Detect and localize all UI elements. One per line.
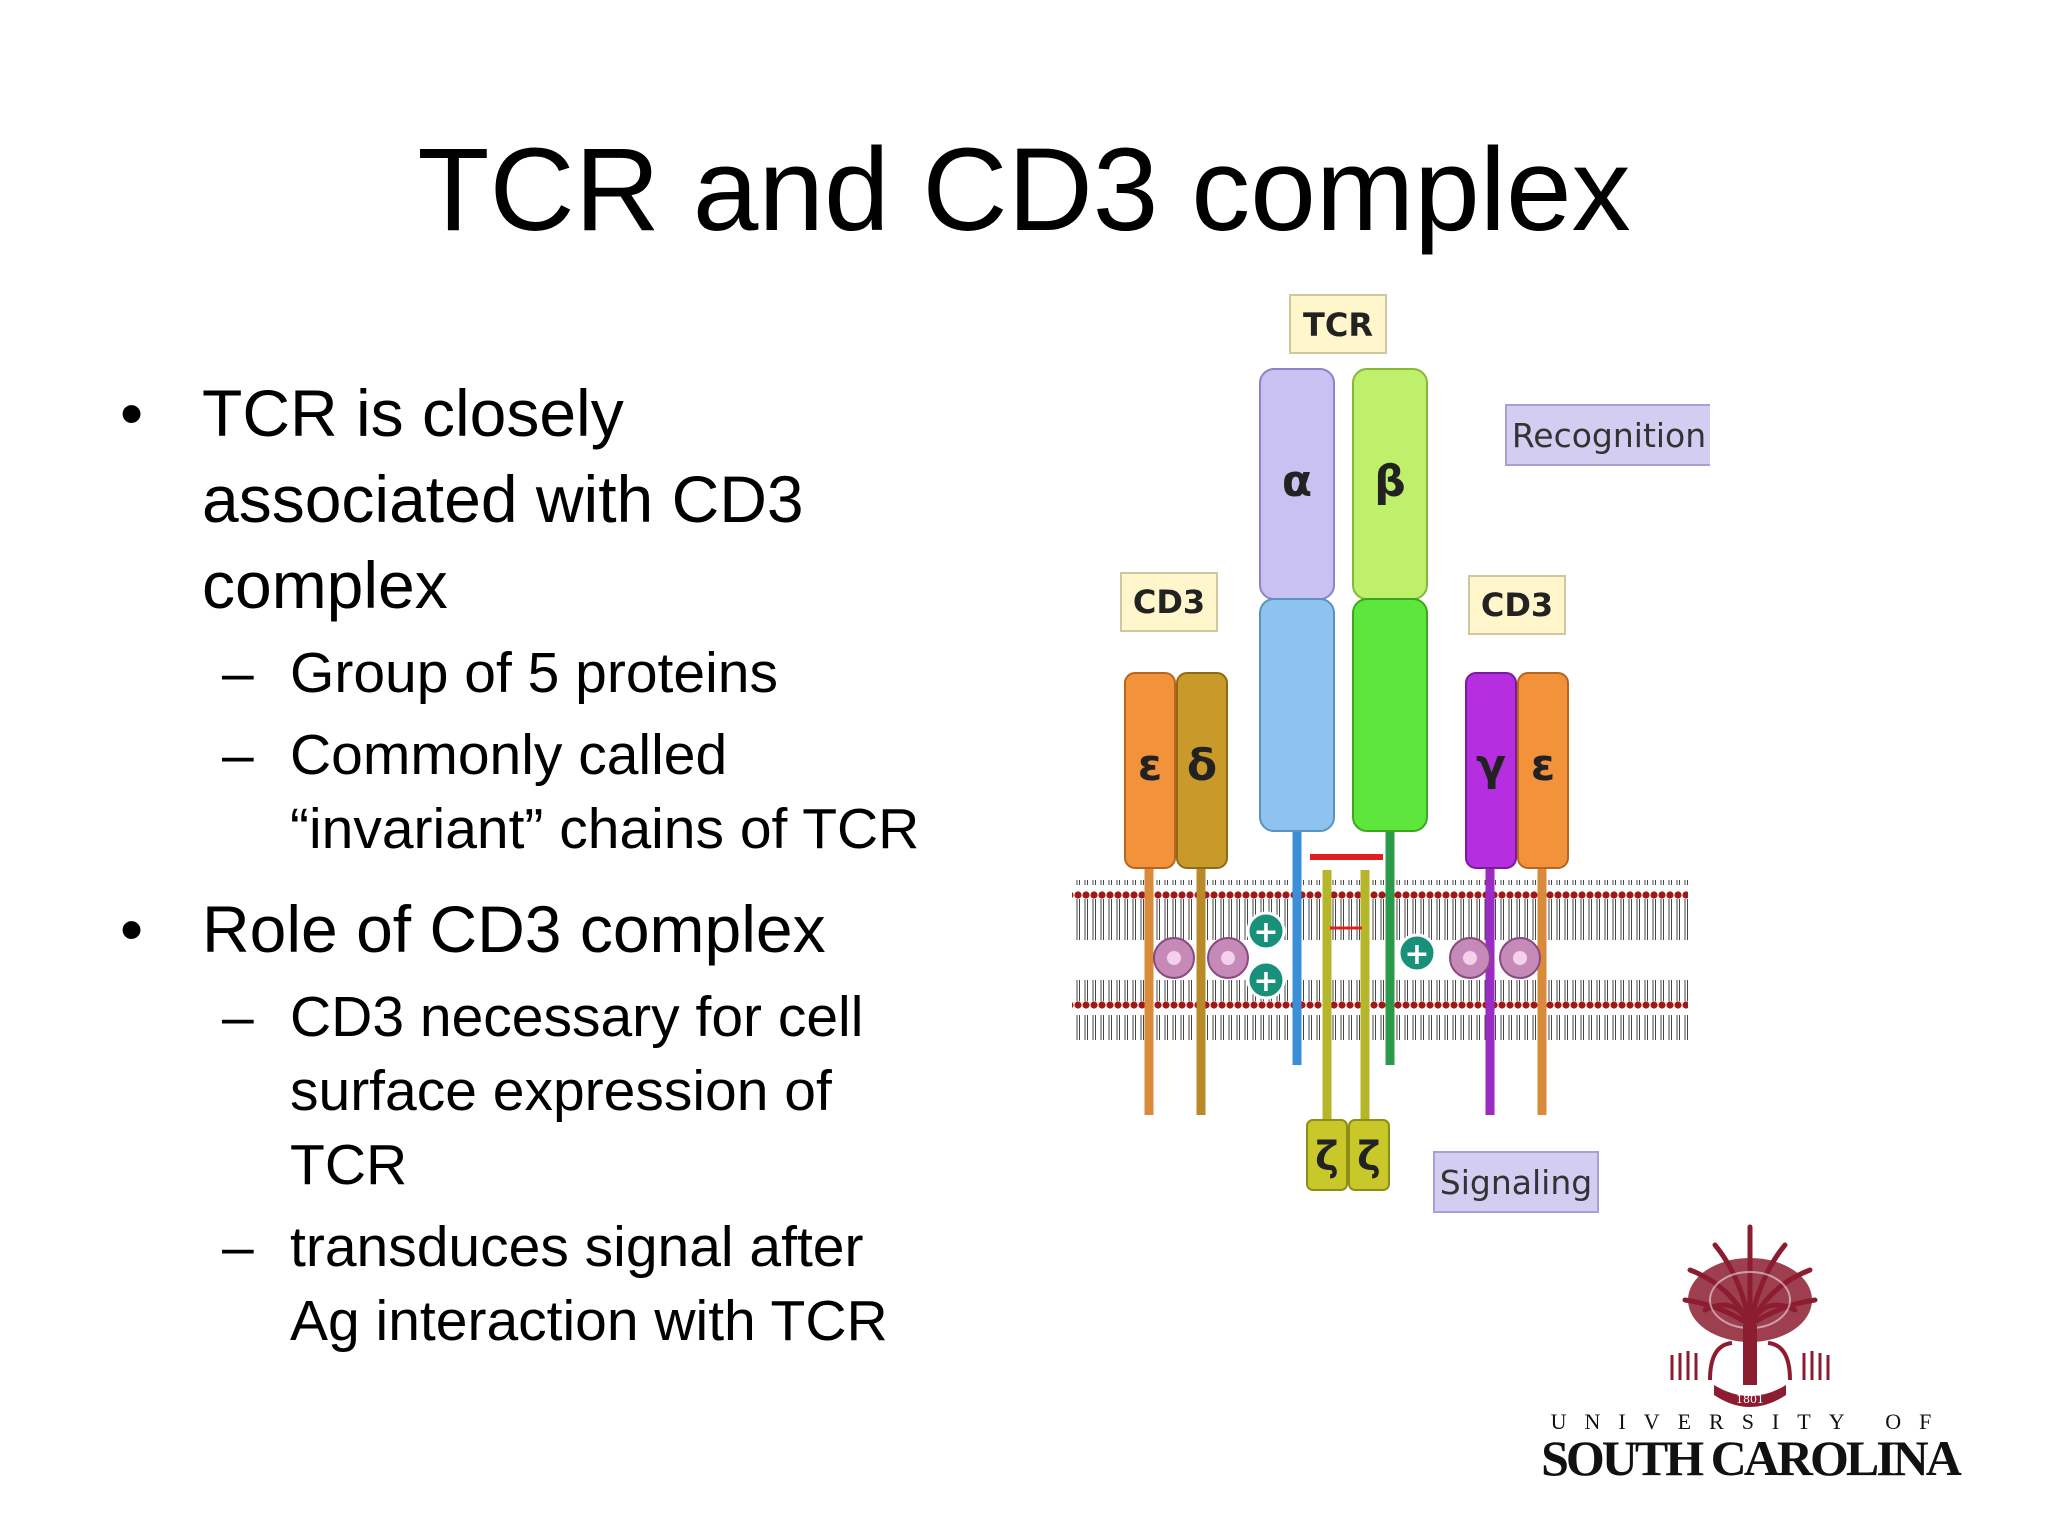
seal-year: 1801 — [1736, 1393, 1764, 1406]
zeta-chain-1 — [1306, 1119, 1348, 1191]
bullet-item: • Role of CD3 complex — [120, 886, 1020, 972]
bullet-item: • TCR is closely associated with CD3 com… — [120, 370, 1020, 628]
tcr-beta-chain: β — [1352, 368, 1428, 1065]
sub-bullet-line: CD3 necessary for cell — [290, 985, 864, 1049]
sub-bullet-line: transduces signal after — [290, 1215, 864, 1279]
sub-bullet-dash: – — [222, 985, 254, 1049]
bullet-list: • TCR is closely associated with CD3 com… — [120, 370, 1020, 1358]
cd3-epsilon-delta-dimer: ε δ — [1124, 672, 1228, 1115]
negative-charge-residues — [1153, 937, 1541, 979]
svg-text:Recognition: Recognition — [1512, 416, 1706, 455]
sub-bullet-dash: – — [222, 1215, 254, 1279]
tcr-label-box: TCR — [1289, 294, 1387, 354]
positive-charge-residues: + + + — [1246, 911, 1437, 1000]
svg-text:+: + — [1253, 964, 1278, 999]
recognition-label-box: Recognition — [1505, 404, 1710, 466]
sub-bullet-item: – transduces signal after Ag interaction… — [120, 1210, 1020, 1358]
bullet-line: TCR is closely — [202, 376, 624, 450]
university-logo: 1801 UNIVERSITY OF SOUTH CAROLINA — [1541, 1224, 1965, 1486]
palmetto-tree-icon: 1801 — [1670, 1224, 1830, 1407]
cd3-label-box-right: CD3 — [1468, 575, 1566, 635]
epsilon-label-right: ε — [1531, 740, 1556, 791]
membrane-outer-leaflet — [1072, 880, 1688, 940]
zeta-chain-2 — [1348, 1119, 1390, 1191]
alpha-constant-domain — [1259, 598, 1335, 832]
svg-text:TCR: TCR — [1303, 306, 1373, 344]
alpha-label: α — [1282, 456, 1312, 507]
beta-label: β — [1374, 456, 1406, 507]
gamma-label: γ — [1476, 740, 1506, 791]
tcr-cd3-diagram: ε δ γ ε α β + — [1072, 294, 1710, 1213]
svg-text:+: + — [1404, 937, 1429, 972]
bullet-line: Role of CD3 complex — [202, 892, 826, 966]
membrane-inner-leaflet — [1072, 980, 1688, 1040]
sub-bullet-dash: – — [222, 723, 254, 787]
svg-text:+: + — [1253, 915, 1278, 950]
zeta-label-2: ζ — [1357, 1134, 1381, 1180]
sub-bullet-line: Ag interaction with TCR — [290, 1289, 888, 1353]
delta-chain — [1176, 672, 1228, 869]
epsilon-label-left: ε — [1138, 740, 1163, 791]
cd3-label-box-left: CD3 — [1120, 572, 1218, 632]
sub-bullet-line: Group of 5 proteins — [290, 641, 778, 705]
tcr-alpha-chain: α — [1259, 368, 1335, 1065]
cd3-gamma-epsilon-dimer: γ ε — [1465, 672, 1569, 1115]
bullet-dot: • — [120, 892, 144, 966]
signaling-label-box: Signaling — [1433, 1151, 1599, 1213]
svg-text:CD3: CD3 — [1133, 583, 1205, 621]
sub-bullet-item: – CD3 necessary for cell surface express… — [120, 980, 1020, 1202]
sub-bullet-line: surface expression of — [290, 1059, 832, 1123]
sub-bullet-line: “invariant” chains of TCR — [290, 797, 920, 861]
gamma-chain — [1465, 672, 1517, 869]
svg-text:Signaling: Signaling — [1440, 1163, 1592, 1202]
bullet-dot: • — [120, 376, 144, 450]
sub-bullet-item: – Commonly called “invariant” chains of … — [120, 718, 1020, 866]
svg-text:CD3: CD3 — [1481, 586, 1553, 624]
epsilon-chain-right — [1517, 672, 1569, 869]
logo-line-university-of: UNIVERSITY OF — [1551, 1409, 1950, 1434]
sub-bullet-item: – Group of 5 proteins — [120, 636, 1020, 710]
sub-bullet-line: TCR — [290, 1133, 408, 1197]
zeta-label-1: ζ — [1315, 1134, 1339, 1180]
sub-bullet-dash: – — [222, 641, 254, 705]
delta-label: δ — [1187, 740, 1217, 791]
logo-line-south-carolina: SOUTH CAROLINA — [1541, 1430, 1962, 1486]
bullet-line: complex — [202, 548, 448, 622]
slide-title: TCR and CD3 complex — [417, 124, 1631, 256]
sub-bullet-line: Commonly called — [290, 723, 728, 787]
bullet-line: associated with CD3 — [202, 462, 804, 536]
beta-constant-domain — [1352, 598, 1428, 832]
zeta-zeta-dimer: ζ ζ — [1306, 1119, 1390, 1191]
epsilon-chain-left — [1124, 672, 1176, 869]
